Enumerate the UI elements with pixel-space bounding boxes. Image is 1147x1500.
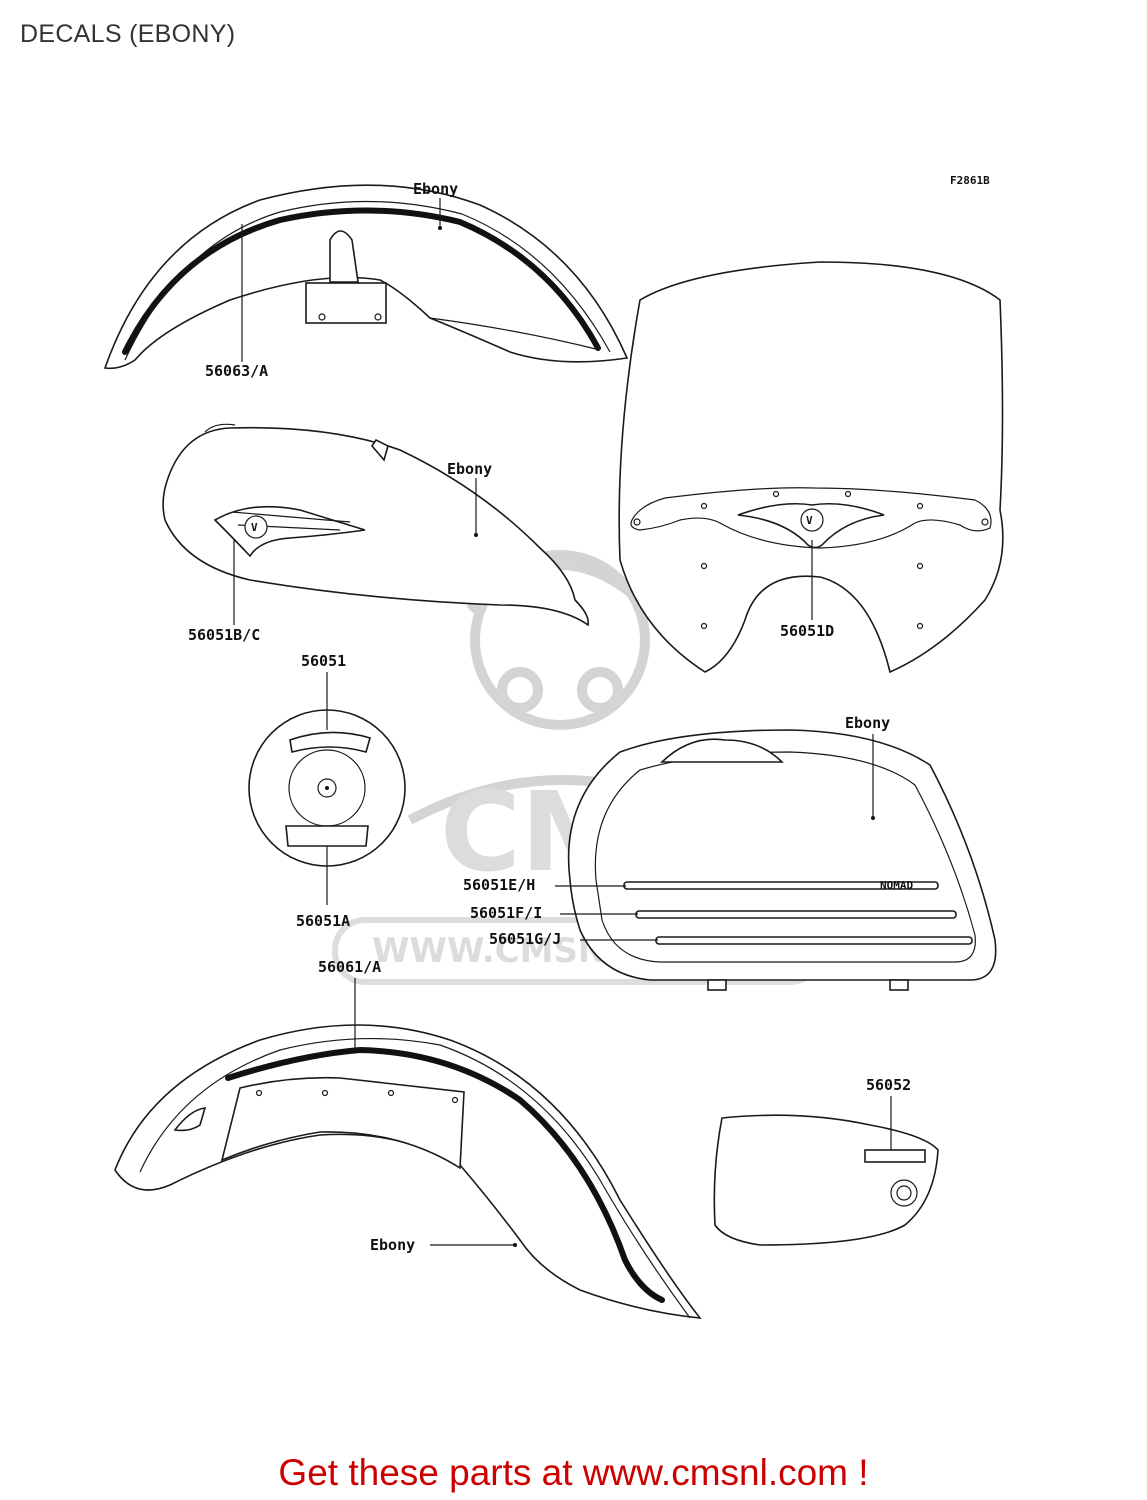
page-title: DECALS (EBONY) [20, 20, 236, 48]
rear-fender [114, 1024, 702, 1319]
svg-text:V: V [251, 521, 258, 534]
emblem-bottom-part-label: 56051A [296, 912, 350, 930]
rear-fender-part-label: 56061/A [318, 958, 381, 976]
front-fender-color-label: Ebony [413, 180, 458, 198]
saddlebag-stripe-1-label: 56051E/H [463, 876, 535, 894]
front-fender-part-label: 56063/A [205, 362, 268, 380]
figure-code: F2861B [950, 174, 990, 187]
saddlebag-nomad-text: NOMAD [880, 879, 913, 892]
footer-link[interactable]: Get these parts at www.cmsnl.com ! [278, 1452, 869, 1493]
parts-diagram: CMS WWW.CMSNL.COM F2861B Ebony 56063/A V [103, 174, 1004, 1319]
windshield: V [618, 261, 1004, 674]
rear-fender-color-label: Ebony [370, 1236, 415, 1254]
saddlebag-stripe-3-label: 56051G/J [489, 930, 561, 948]
front-fender [103, 184, 629, 370]
side-cover [713, 1114, 939, 1246]
emblem-top-part-label: 56051 [301, 652, 346, 670]
windshield-part-label: 56051D [780, 622, 834, 640]
saddlebag-color-label: Ebony [845, 714, 890, 732]
emblem-badge [248, 709, 406, 867]
fuel-tank: V [162, 423, 590, 627]
saddlebag: NOMAD [567, 729, 997, 991]
tank-part-label: 56051B/C [188, 626, 260, 644]
svg-text:V: V [806, 514, 813, 527]
saddlebag-stripe-2-label: 56051F/I [470, 904, 542, 922]
tank-color-label: Ebony [447, 460, 492, 478]
side-cover-part-label: 56052 [866, 1076, 911, 1094]
